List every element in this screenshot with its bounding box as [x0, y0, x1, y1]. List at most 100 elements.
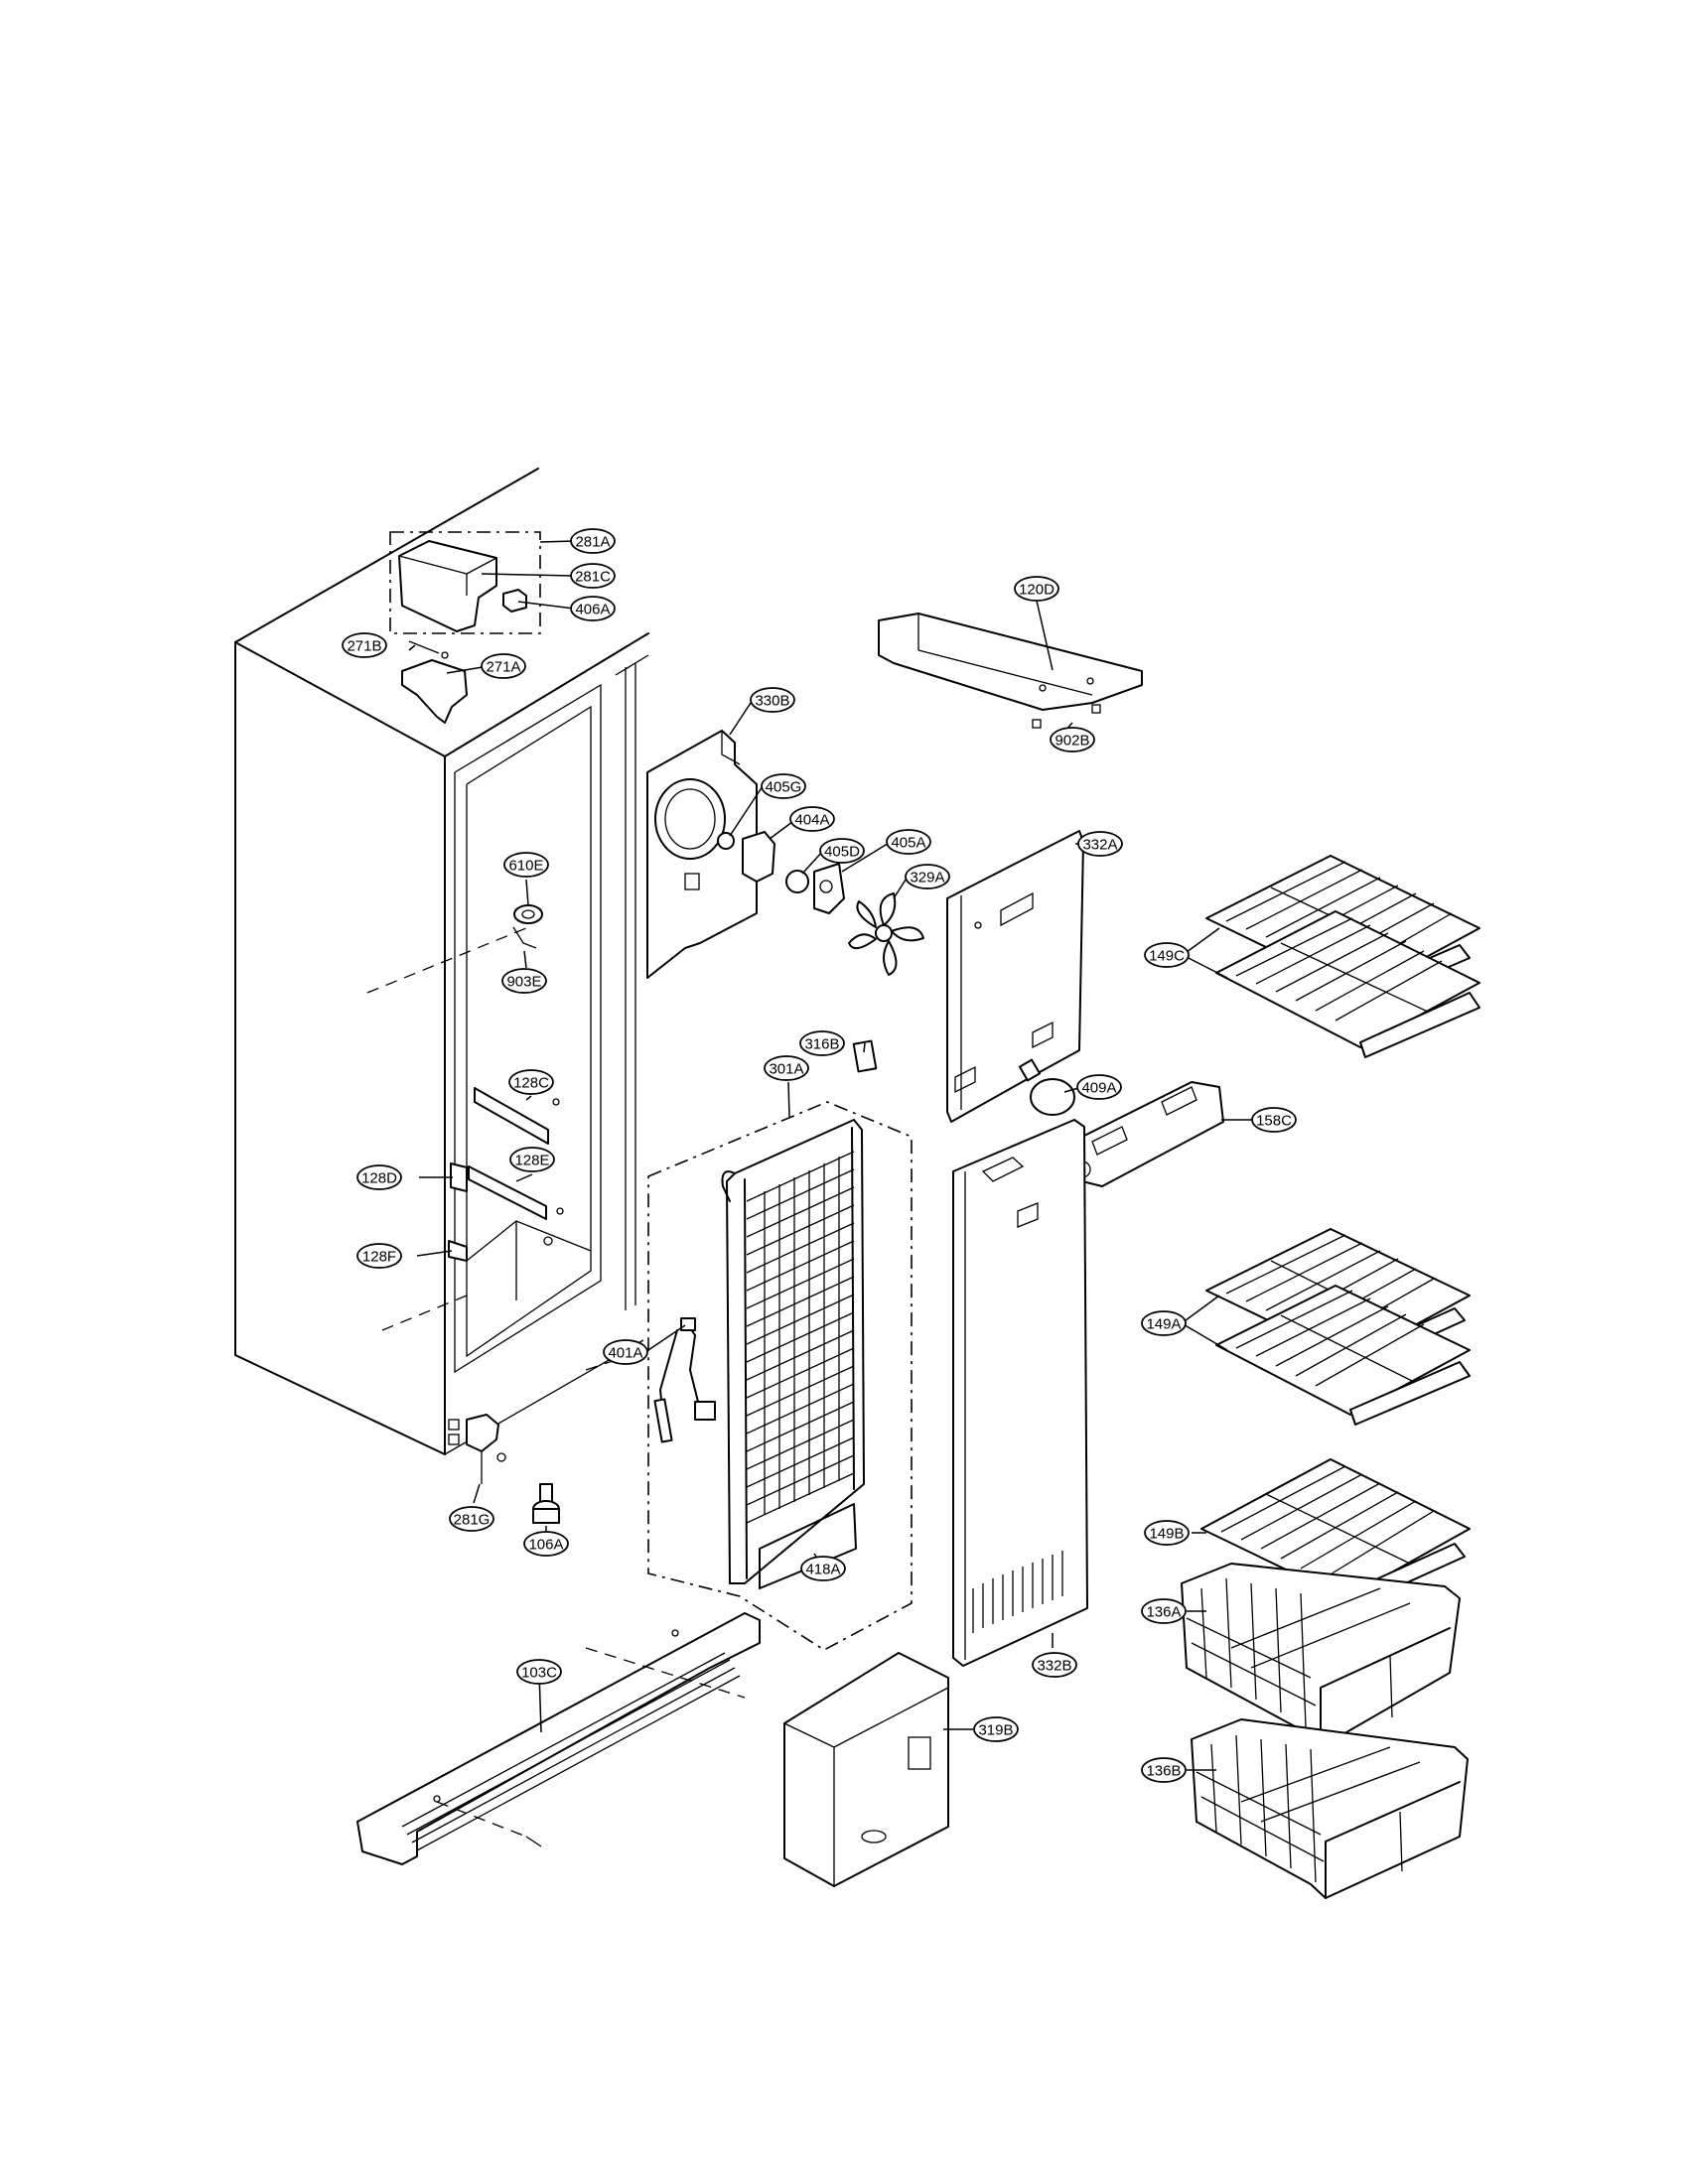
callout-bubble: [503, 852, 549, 878]
callout-319b: 319B: [973, 1716, 1019, 1742]
callout-label: 401A: [608, 1345, 642, 1362]
callout-bubble: [1251, 1107, 1297, 1133]
callout-label: 329A: [910, 870, 944, 887]
callout-329a: 329A: [905, 864, 950, 889]
callout-label: 128C: [513, 1075, 549, 1092]
callout-label: 409A: [1081, 1080, 1116, 1097]
callout-label: 136B: [1146, 1763, 1181, 1780]
callout-401a: 401A: [603, 1339, 648, 1365]
callout-label: 332B: [1037, 1658, 1071, 1675]
part-610e: [512, 904, 543, 949]
callout-bubble: [1141, 1598, 1187, 1624]
callout-128c: 128C: [508, 1069, 554, 1095]
callout-bubble: [1014, 576, 1059, 602]
callout-label: 281G: [454, 1512, 491, 1529]
callout-bubble: [886, 829, 931, 855]
callout-bubble: [1050, 727, 1095, 752]
callout-316b: 316B: [799, 1030, 845, 1056]
callout-label: 418A: [805, 1562, 840, 1578]
callout-bubble: [761, 773, 806, 799]
callout-158c: 158C: [1251, 1107, 1297, 1133]
lamp-parts: [1018, 1058, 1224, 1187]
callout-label: 330B: [755, 693, 789, 710]
callout-bubble: [1144, 942, 1190, 968]
callout-label: 128D: [361, 1170, 397, 1187]
callout-903e: 903E: [501, 968, 547, 994]
callout-120d: 120D: [1014, 576, 1059, 602]
callout-label: 106A: [528, 1537, 563, 1554]
callout-bubble: [1076, 1074, 1122, 1100]
callout-label: 610E: [508, 858, 543, 875]
callout-bubble: [819, 838, 865, 864]
callout-bubble: [789, 806, 835, 832]
callout-label: 149B: [1149, 1526, 1184, 1543]
callout-label: 281C: [575, 569, 611, 586]
callout-bubble: [481, 653, 526, 679]
callout-bubble: [1141, 1757, 1187, 1783]
cover-120d: [878, 613, 1143, 729]
callout-281a: 281A: [570, 528, 616, 554]
callout-bubble: [905, 864, 950, 889]
callout-label: 405G: [766, 779, 802, 796]
fan-shroud-330b: [646, 730, 758, 979]
callout-128f: 128F: [356, 1243, 402, 1269]
callout-301a: 301A: [764, 1055, 809, 1081]
callout-bubble: [799, 1030, 845, 1056]
callout-406a: 406A: [570, 596, 616, 621]
callout-405a: 405A: [886, 829, 931, 855]
callout-label: 149C: [1149, 948, 1185, 965]
callout-332a: 332A: [1077, 831, 1123, 857]
drain-pan-319b: [783, 1652, 949, 1887]
callout-bubble: [342, 632, 387, 658]
ice-maker-assembly: [389, 531, 541, 634]
shelf-149c: [1205, 855, 1480, 1058]
callout-bubble: [570, 563, 616, 589]
callout-bubble: [523, 1531, 569, 1557]
callout-bubble: [508, 1069, 554, 1095]
callout-label: 128E: [514, 1153, 549, 1169]
callout-405d: 405D: [819, 838, 865, 864]
callout-128e: 128E: [509, 1147, 555, 1172]
basket-136a: [1181, 1563, 1461, 1748]
callout-610e: 610E: [503, 852, 549, 878]
callout-label: 120D: [1019, 582, 1055, 599]
callout-bubble: [973, 1716, 1019, 1742]
callout-106a: 106A: [523, 1531, 569, 1557]
callout-label: 316B: [804, 1036, 839, 1053]
panel-332a: [946, 830, 1084, 1123]
rails: [448, 1087, 564, 1262]
callout-bubble: [356, 1243, 402, 1269]
callout-label: 103C: [521, 1665, 557, 1682]
callout-136a: 136A: [1141, 1598, 1187, 1624]
callout-label: 271B: [347, 638, 381, 655]
callout-bubble: [356, 1164, 402, 1190]
callout-149b: 149B: [1144, 1520, 1190, 1546]
panel-332b: [952, 1119, 1088, 1667]
evaporator-301a: [647, 1039, 913, 1651]
callout-149c: 149C: [1144, 942, 1190, 968]
lower-hinge: [466, 1414, 560, 1524]
callout-149a: 149A: [1141, 1310, 1187, 1336]
callout-bubble: [570, 528, 616, 554]
callout-409a: 409A: [1076, 1074, 1122, 1100]
callout-bubble: [516, 1659, 562, 1685]
callout-label: 405D: [824, 844, 860, 861]
shelf-149a: [1205, 1228, 1471, 1426]
callout-405g: 405G: [761, 773, 806, 799]
callout-136b: 136B: [1141, 1757, 1187, 1783]
callout-label: 128F: [362, 1249, 396, 1266]
callout-label: 319B: [978, 1722, 1013, 1739]
callout-label: 281A: [575, 534, 610, 551]
callout-404a: 404A: [789, 806, 835, 832]
callout-label: 902B: [1055, 733, 1089, 750]
grille-103c: [356, 1612, 761, 1865]
callout-label: 332A: [1082, 837, 1117, 854]
callout-label: 136A: [1146, 1604, 1181, 1621]
callout-271a: 271A: [481, 653, 526, 679]
callout-103c: 103C: [516, 1659, 562, 1685]
callout-281c: 281C: [570, 563, 616, 589]
basket-136b: [1191, 1718, 1469, 1899]
callout-label: 301A: [769, 1061, 803, 1078]
callout-128d: 128D: [356, 1164, 402, 1190]
